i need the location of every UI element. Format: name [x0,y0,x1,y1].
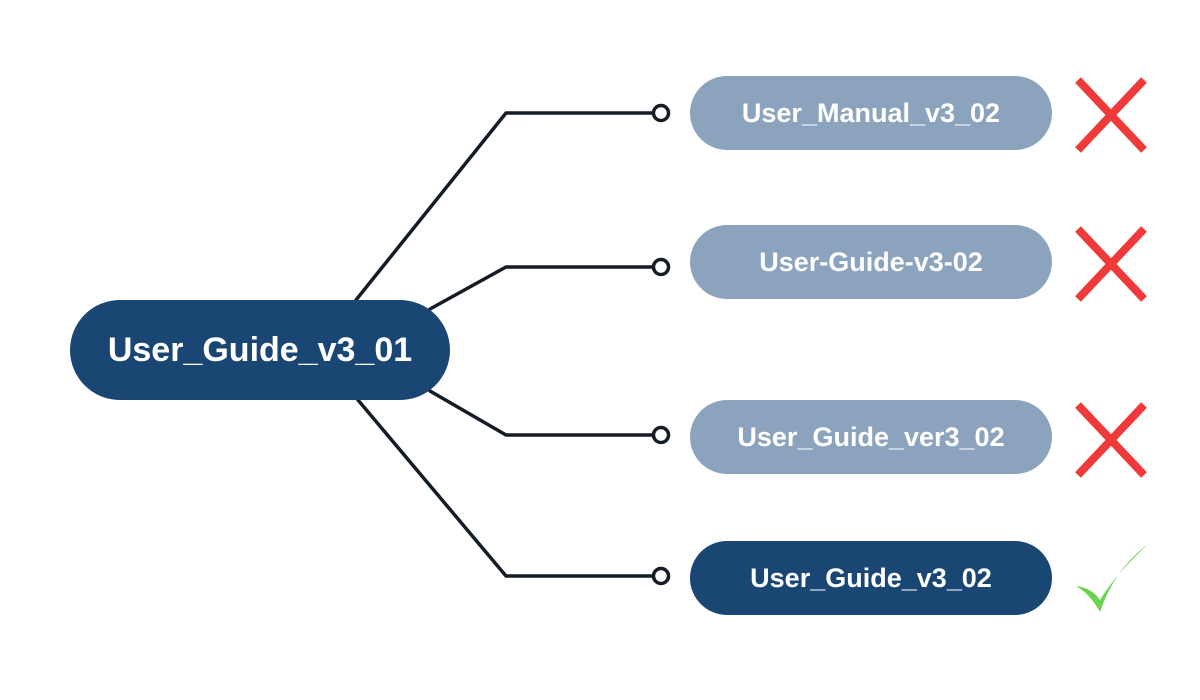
option-node-4: User_Guide_v3_02 [690,541,1052,615]
connector-endpoint-3 [651,425,671,445]
check-icon [1068,536,1154,622]
connector-line-2 [428,265,662,311]
connector-endpoint-1 [651,103,671,123]
connector-line-3 [428,389,662,437]
option-node-1: User_Manual_v3_02 [690,76,1052,150]
connector-line-1 [354,111,662,302]
cross-icon [1068,221,1154,307]
connector-endpoint-4 [651,566,671,586]
connector-endpoint-2 [651,257,671,277]
option-node-2: User-Guide-v3-02 [690,225,1052,299]
root-file-node: User_Guide_v3_01 [70,300,450,400]
connector-line-4 [356,398,662,578]
cross-icon [1068,72,1154,158]
cross-icon [1068,397,1154,483]
option-node-3: User_Guide_ver3_02 [690,400,1052,474]
